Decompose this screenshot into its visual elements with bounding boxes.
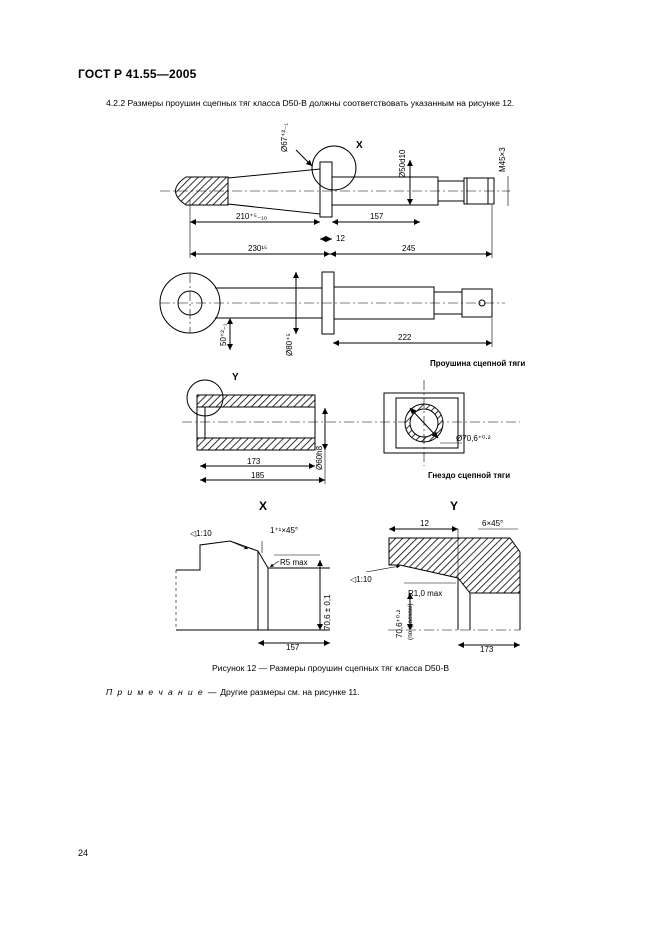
label-diam-80: Ø80⁺⁵ bbox=[285, 333, 294, 356]
detail-y-title: Y bbox=[450, 499, 458, 513]
detail-y-dim-70: 70,6⁺⁰·² bbox=[395, 609, 404, 638]
label-157: 157 bbox=[370, 212, 384, 221]
label-shank-diam: Ø50d10 bbox=[398, 149, 407, 178]
detail-x-title: X bbox=[259, 499, 267, 513]
label-thread: M45×3 bbox=[498, 147, 507, 172]
detail-x-dim-70: 70,6 ± 0,1 bbox=[323, 594, 332, 630]
detail-x-taper: ◁1:10 bbox=[190, 529, 212, 538]
label-diam-70: Ø70,6⁺⁰·² bbox=[456, 434, 491, 443]
label-50: 50⁺²₋₁ bbox=[219, 323, 228, 346]
label-222: 222 bbox=[398, 333, 412, 342]
socket-view bbox=[182, 379, 520, 484]
label-diam-60: Ø60h8 bbox=[315, 445, 324, 470]
label-socket: Гнездо сцепной тяги bbox=[428, 471, 510, 480]
detail-y-dim-12: 12 bbox=[420, 519, 429, 528]
figure-caption: Рисунок 12 — Размеры проушин сцепных тяг… bbox=[211, 663, 450, 673]
label-diam-top: Ø67⁺²₋₁ bbox=[280, 123, 289, 152]
intro-paragraph: 4.2.2 Размеры проушин сцепных тяг класса… bbox=[106, 98, 515, 108]
detail-y-radius: R1,0 max bbox=[408, 589, 442, 598]
detail-x-dim-157: 157 bbox=[286, 643, 300, 652]
page-number: 24 bbox=[78, 848, 89, 858]
detail-y-chamfer: 6×45° bbox=[482, 519, 503, 528]
note-text: Другие размеры см. на рисунке 11. bbox=[220, 687, 360, 697]
label-drawbar-eye: Проушина сцепной тяги bbox=[430, 359, 525, 368]
figure-12-drawing: Ø67⁺²₋₁ X Ø50d10 M45×3 210⁺⁵₋₁₀ 157 12 2… bbox=[159, 123, 525, 654]
label-210: 210⁺⁵₋₁₀ bbox=[236, 212, 267, 221]
detail-y-dim-70-note: (по фаскам) bbox=[407, 603, 414, 640]
label-245: 245 bbox=[402, 244, 416, 253]
detail-y-taper: ◁1:10 bbox=[350, 575, 372, 584]
label-230: 230¹⁵ bbox=[248, 244, 267, 253]
label-detail-x: X bbox=[356, 140, 363, 151]
detail-x-chamfer: 1⁺¹×45° bbox=[270, 526, 298, 535]
detail-x-radius: R5 max bbox=[280, 558, 308, 567]
detail-y bbox=[365, 526, 521, 648]
side-view bbox=[159, 271, 505, 350]
top-view bbox=[160, 145, 510, 258]
note: П р и м е ч а н и е — Другие размеры см.… bbox=[106, 687, 360, 697]
note-label: П р и м е ч а н и е — bbox=[106, 687, 218, 697]
document-header: ГОСТ Р 41.55—2005 bbox=[78, 67, 197, 81]
detail-x bbox=[175, 540, 330, 646]
label-detail-y: Y bbox=[232, 372, 239, 383]
label-173: 173 bbox=[247, 457, 261, 466]
label-12: 12 bbox=[336, 234, 345, 243]
detail-y-dim-173: 173 bbox=[480, 645, 494, 654]
label-185: 185 bbox=[251, 471, 265, 480]
figure-labels: Ø67⁺²₋₁ X Ø50d10 M45×3 210⁺⁵₋₁₀ 157 12 2… bbox=[190, 123, 525, 654]
